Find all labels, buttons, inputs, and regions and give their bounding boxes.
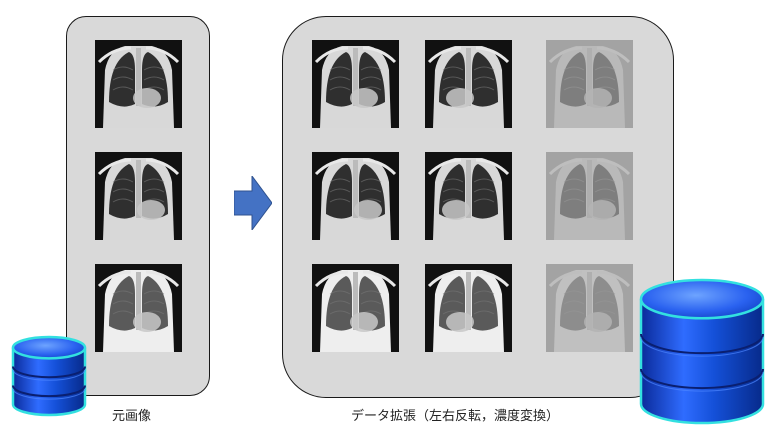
database-icon [639,278,765,425]
augmented-xray-image-original [312,152,399,240]
augmented-xray-image-original [312,40,399,128]
augmented-xray-image-low-contrast [546,264,633,352]
augmented-xray-image-low-contrast [546,40,633,128]
database-icon [11,335,87,417]
original-images-caption: 元画像 [112,409,152,424]
augmented-xray-image-flipped [425,40,512,128]
original-xray-image [95,40,182,128]
original-xray-image [95,264,182,352]
augmented-xray-image-flipped [425,152,512,240]
original-xray-image [95,152,182,240]
augmented-xray-image-original [312,264,399,352]
right-arrow-icon [234,176,272,230]
augmented-xray-image-flipped [425,264,512,352]
augmented-images-caption: データ拡張（左右反転，濃度変換） [351,409,560,424]
augmented-xray-image-low-contrast [546,152,633,240]
